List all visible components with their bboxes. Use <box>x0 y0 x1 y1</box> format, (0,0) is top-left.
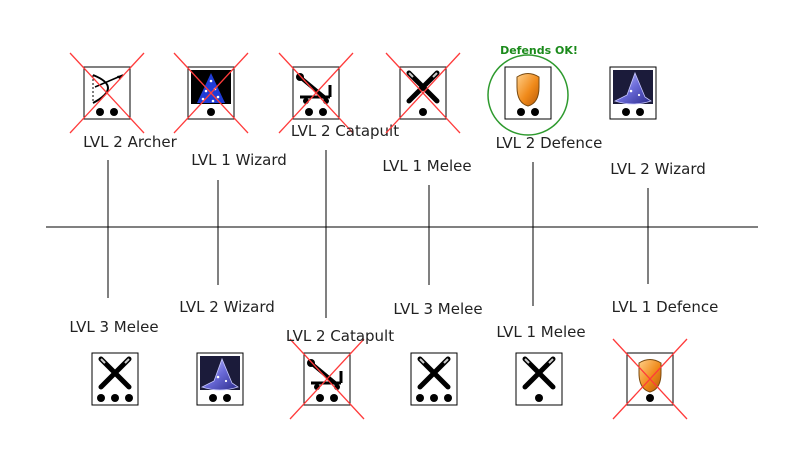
top-unit-label: LVL 1 Wizard <box>191 151 287 169</box>
top-unit-label: LVL 2 Defence <box>496 134 603 152</box>
bottom-unit-label: LVL 1 Melee <box>496 323 585 341</box>
bottom-unit-label: LVL 1 Defence <box>612 298 719 316</box>
top-unit-label: LVL 1 Melee <box>382 157 471 175</box>
top-unit-label: LVL 2 Wizard <box>610 160 706 178</box>
defeated-cross-icon <box>173 52 249 134</box>
bottom-unit-label: LVL 3 Melee <box>69 318 158 336</box>
bottom-unit-label: LVL 3 Melee <box>393 300 482 318</box>
defeated-cross-icon <box>385 52 461 134</box>
wizard-hat-icon <box>609 66 657 120</box>
defeated-cross-icon <box>612 338 688 420</box>
top-unit-label: LVL 2 Catapult <box>291 122 399 140</box>
defeated-cross-icon <box>289 338 365 420</box>
bottom-unit-label: LVL 2 Wizard <box>179 298 275 316</box>
top-unit-label: LVL 2 Archer <box>83 133 177 151</box>
top-unit-4: LVL 1 Melee <box>382 52 472 285</box>
shield-icon <box>504 66 552 120</box>
bottom-unit-4: LVL 3 Melee <box>393 300 483 406</box>
crossed-swords-icon <box>410 352 458 406</box>
top-unit-2: LVL 1 Wizard <box>173 52 287 285</box>
bottom-unit-2: LVL 2 Wizard <box>179 298 275 406</box>
bottom-unit-3: LVL 2 Catapult <box>286 327 394 420</box>
defeated-cross-icon <box>69 52 145 134</box>
bottom-unit-1: LVL 3 Melee <box>69 318 159 406</box>
wizard-hat-icon <box>196 352 244 406</box>
defends-ok-note: Defends OK! <box>500 44 578 57</box>
defeated-cross-icon <box>278 52 354 134</box>
top-unit-3: LVL 2 Catapult <box>278 52 399 318</box>
bottom-unit-5: LVL 1 Melee <box>496 323 586 406</box>
bottom-unit-6: LVL 1 Defence <box>612 298 719 420</box>
crossed-swords-icon <box>515 352 563 406</box>
defends-ok-circle <box>487 54 569 136</box>
crossed-swords-icon <box>91 352 139 406</box>
bottom-unit-label: LVL 2 Catapult <box>286 327 394 345</box>
top-unit-6: LVL 2 Wizard <box>609 66 706 284</box>
top-unit-5: LVL 2 Defence <box>487 54 603 306</box>
top-unit-1: LVL 2 Archer <box>69 52 178 298</box>
